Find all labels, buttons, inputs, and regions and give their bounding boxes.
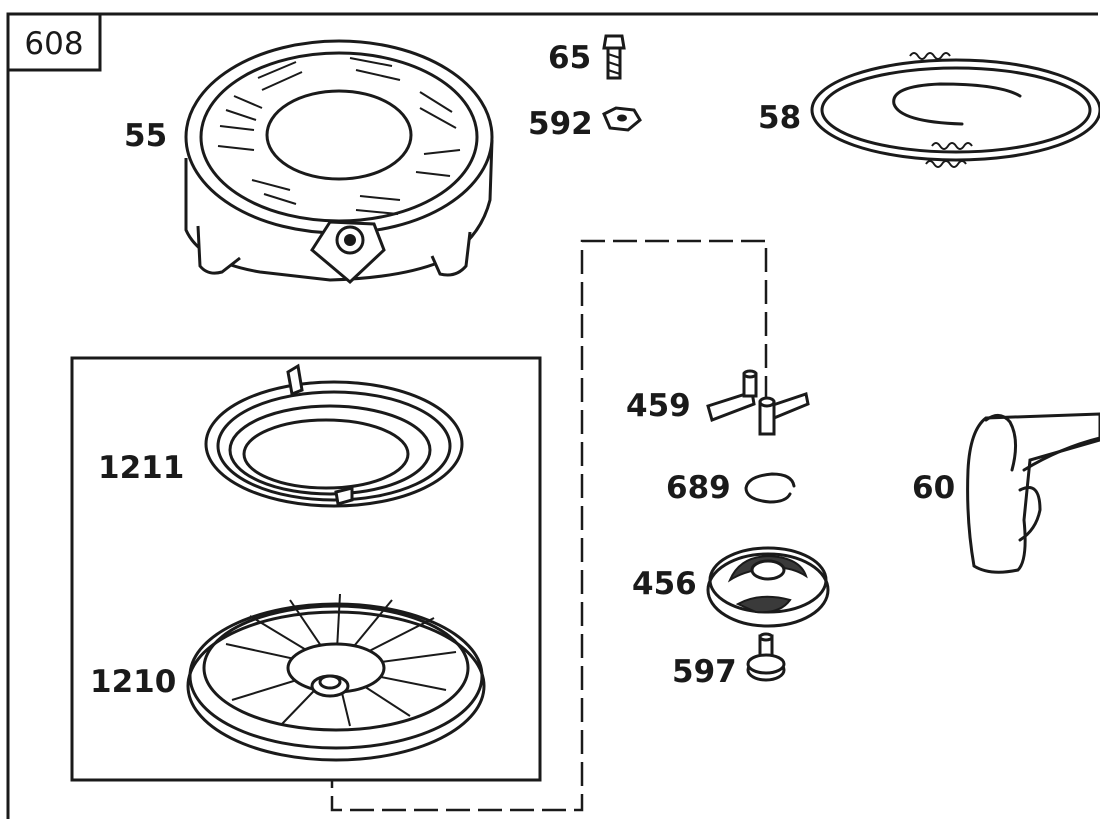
part-label-592: 592 <box>528 106 593 142</box>
part-label-55: 55 <box>124 118 167 154</box>
part-label-689: 689 <box>666 470 731 506</box>
connector-line <box>330 239 768 812</box>
handle-icon[interactable] <box>966 412 1100 574</box>
starter-rope-icon[interactable] <box>810 52 1100 168</box>
group-number-label: 608 <box>24 26 83 62</box>
retainer-ring-icon[interactable] <box>744 472 796 504</box>
part-label-58: 58 <box>758 100 801 136</box>
part-label-597: 597 <box>672 654 737 690</box>
group-number-box: 608 <box>6 12 102 72</box>
bolt-icon[interactable] <box>602 34 626 80</box>
part-label-1211: 1211 <box>98 450 184 486</box>
nut-icon[interactable] <box>602 106 642 132</box>
part-label-1210: 1210 <box>90 664 176 700</box>
ratchet-icon[interactable] <box>706 546 830 628</box>
screw-icon[interactable] <box>746 632 786 682</box>
recoil-housing-icon[interactable] <box>184 39 494 285</box>
part-label-65: 65 <box>548 40 591 76</box>
kit-box <box>70 356 542 782</box>
part-label-456: 456 <box>632 566 697 602</box>
part-label-60: 60 <box>912 470 955 506</box>
pulley-icon[interactable] <box>186 593 486 762</box>
part-label-459: 459 <box>626 388 691 424</box>
dog-icon[interactable] <box>706 369 810 436</box>
recoil-spring-icon[interactable] <box>204 363 464 508</box>
